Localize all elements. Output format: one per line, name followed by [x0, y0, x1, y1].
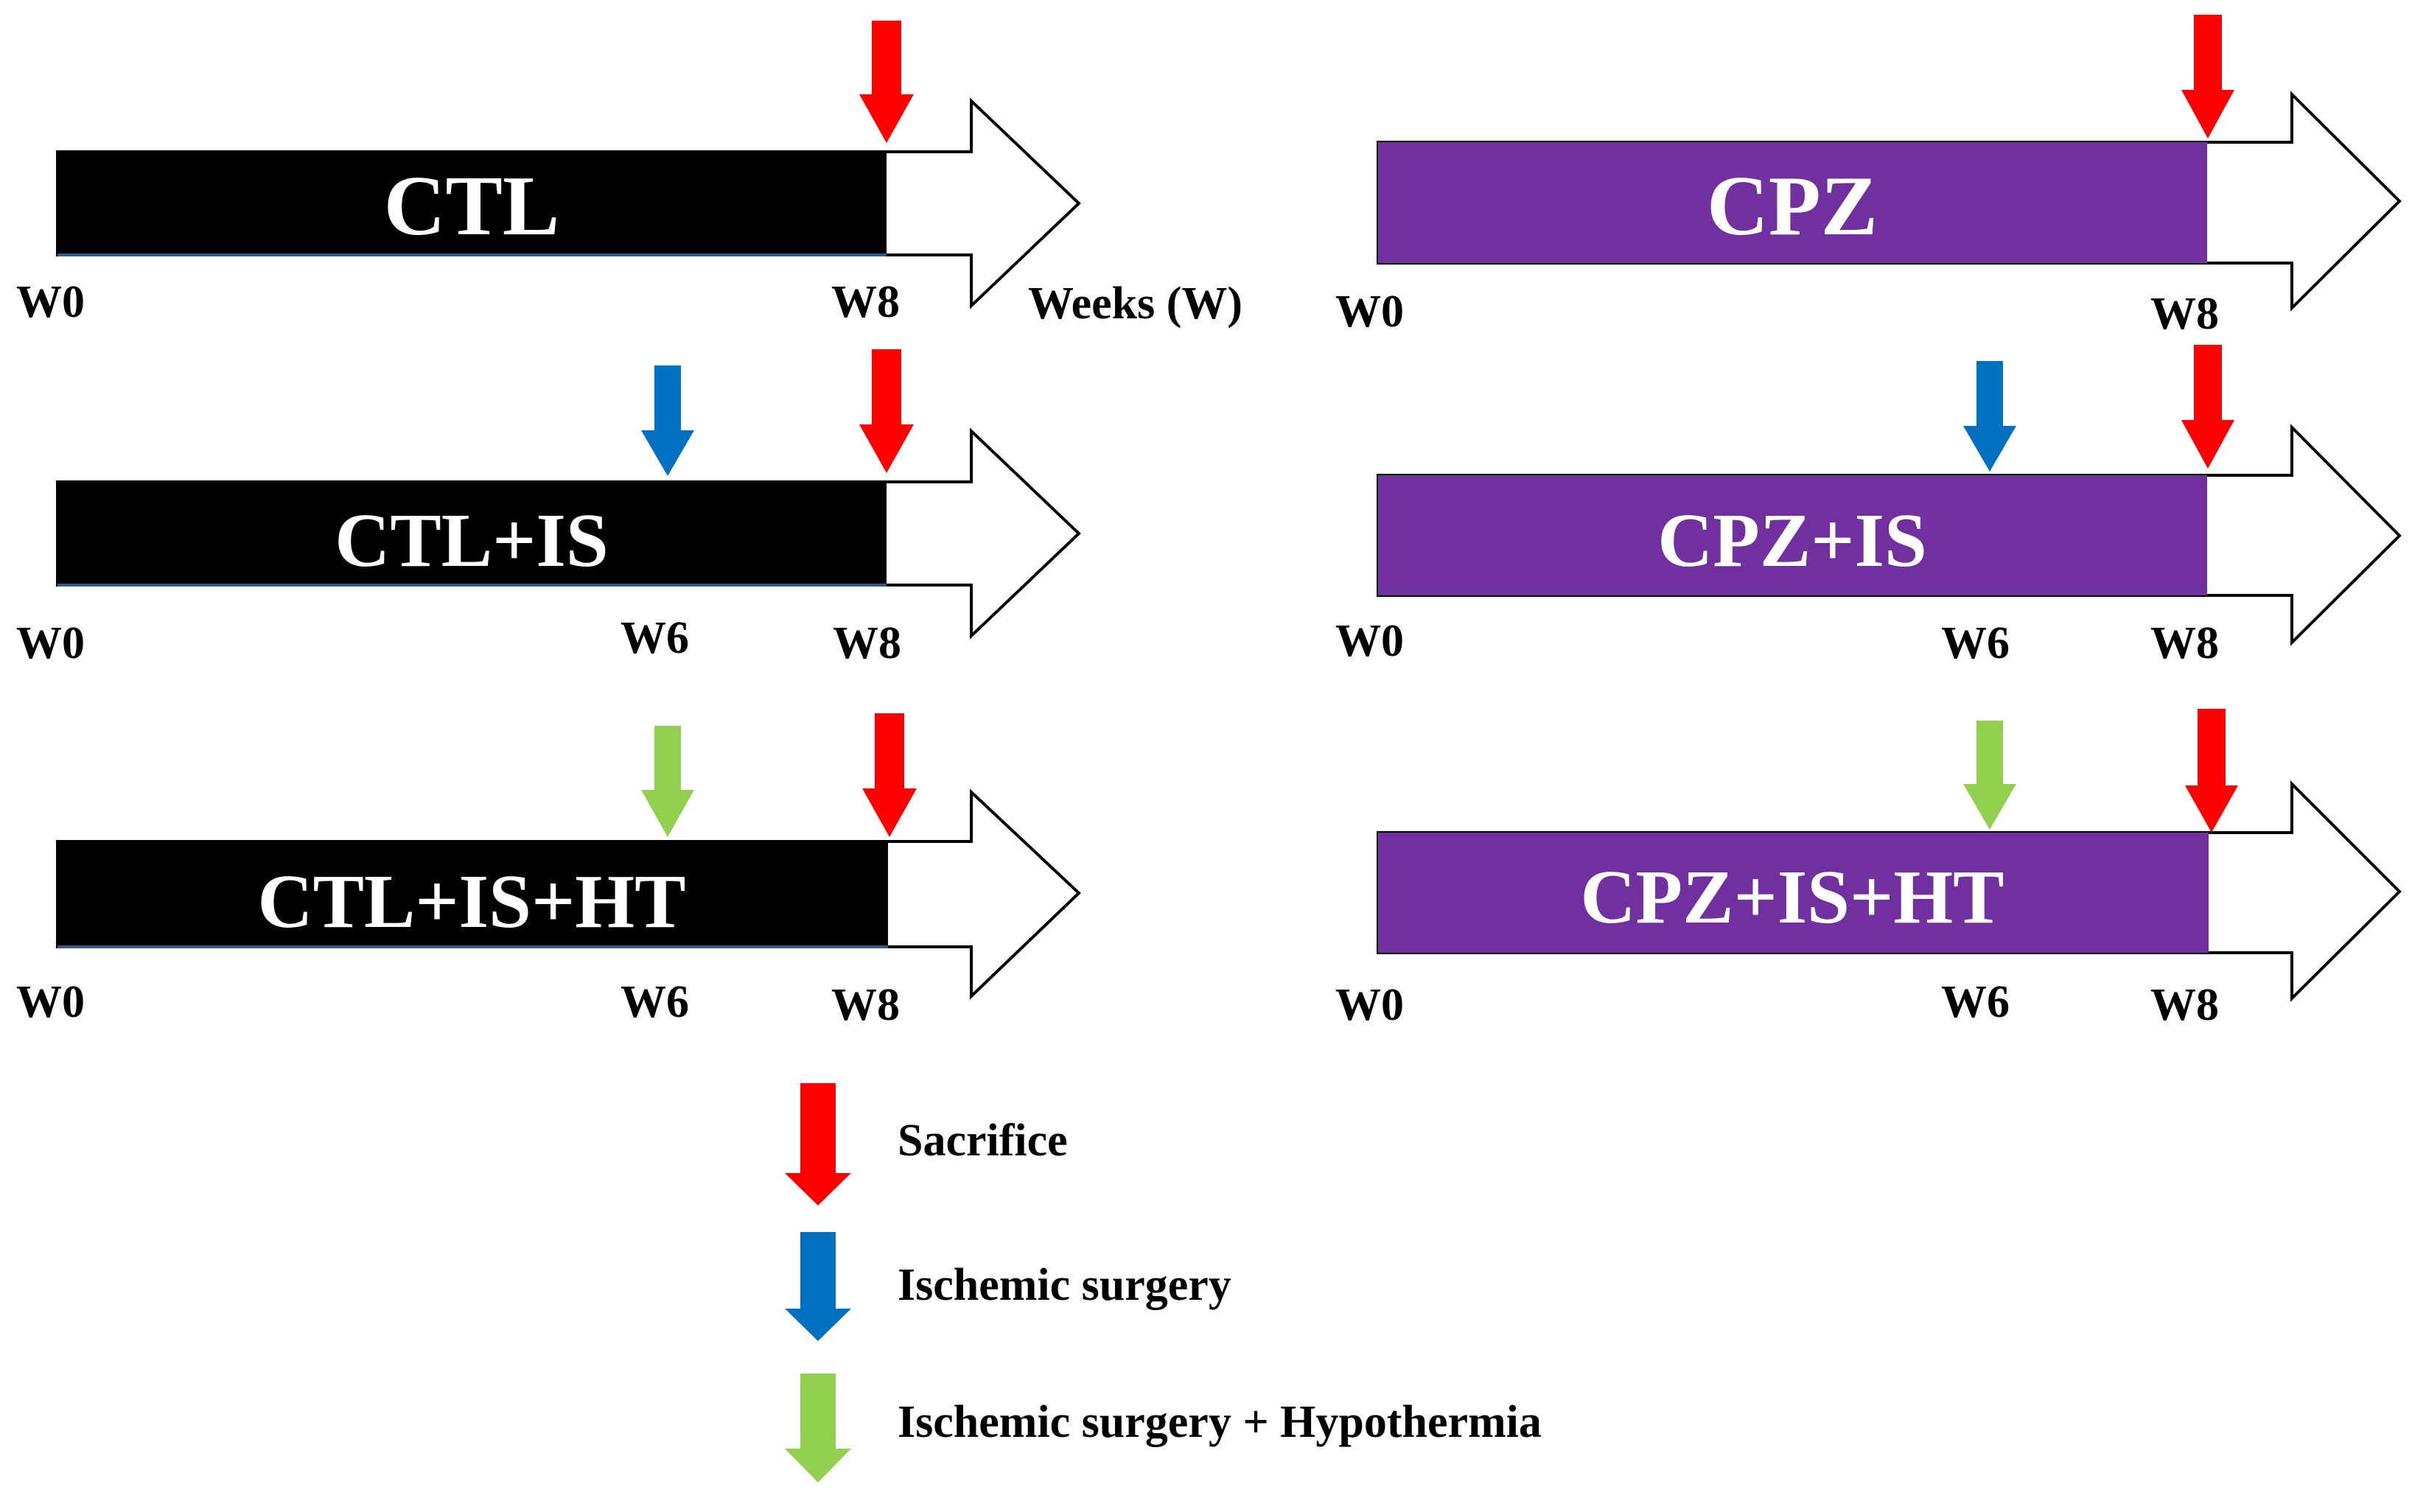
tick-label-w8: W8 — [833, 618, 901, 668]
tick-label-w0: W0 — [16, 977, 85, 1027]
tick-label-w8: W8 — [831, 277, 900, 327]
group-timeline-ctl-is-ht: CTL+IS+HT W0 W6 W8 — [16, 713, 1081, 1030]
hypothermia-arrow-icon — [641, 726, 694, 837]
group-timeline-cpz: CPZ W0 W8 — [1335, 15, 2402, 339]
legend-label: Ischemic surgery + Hypothermia — [898, 1397, 1542, 1447]
ischemic-surgery-arrow-icon — [641, 365, 694, 476]
group-bar — [1378, 142, 2207, 263]
legend-label: Ischemic surgery — [898, 1260, 1231, 1310]
tick-label-w6: W6 — [1941, 977, 2010, 1027]
sacrifice-arrow-icon — [2185, 709, 2238, 833]
tick-label-w0: W0 — [1335, 287, 1404, 337]
tick-label-w8: W8 — [2150, 289, 2219, 339]
group-timeline-ctl-is: CTL+IS W0 W6 W8 — [16, 349, 1081, 668]
legend-item-hypothermia: Ischemic surgery + Hypothermia — [785, 1373, 1542, 1483]
group-label: CPZ+IS+HT — [1580, 855, 2004, 939]
group-timeline-ctl: CTL W0 W8 Weeks (W) — [16, 21, 1242, 329]
group-label: CPZ — [1707, 159, 1878, 253]
legend: Sacrifice Ischemic surgery Ischemic surg… — [785, 1083, 1542, 1483]
hypothermia-arrow-icon — [1963, 721, 2016, 830]
sacrifice-arrow-icon — [859, 349, 914, 473]
group-label: CTL+IS — [335, 498, 608, 583]
group-label: CPZ+IS — [1657, 498, 1927, 583]
group-label: CTL — [384, 159, 560, 253]
tick-label-w6: W6 — [621, 613, 689, 663]
tick-label-w6: W6 — [1941, 618, 2010, 668]
axis-unit-label: Weeks (W) — [1028, 279, 1242, 329]
sacrifice-arrow-icon — [859, 21, 914, 143]
tick-label-w0: W0 — [1335, 616, 1404, 666]
tick-label-w8: W8 — [2150, 618, 2219, 668]
group-timeline-cpz-is: CPZ+IS W0 W6 W8 — [1335, 345, 2402, 668]
tick-label-w8: W8 — [2150, 980, 2219, 1030]
group-bar — [1378, 475, 2207, 595]
legend-item-sacrifice: Sacrifice — [785, 1083, 1068, 1205]
legend-item-ischemic-surgery: Ischemic surgery — [785, 1232, 1231, 1341]
sacrifice-arrow-icon — [2181, 15, 2234, 139]
group-bar — [57, 152, 887, 255]
group-timeline-cpz-is-ht: CPZ+IS+HT W0 W6 W8 — [1335, 709, 2402, 1030]
ischemic-surgery-arrow-icon — [785, 1232, 851, 1341]
sacrifice-arrow-icon — [785, 1083, 851, 1205]
group-label: CTL+IS+HT — [258, 859, 686, 944]
tick-label-w0: W0 — [1335, 980, 1404, 1030]
tick-label-w0: W0 — [16, 618, 85, 668]
group-bar — [57, 841, 888, 947]
hypothermia-arrow-icon — [785, 1373, 851, 1483]
sacrifice-arrow-icon — [2181, 345, 2234, 469]
tick-label-w6: W6 — [621, 977, 689, 1027]
ischemic-surgery-arrow-icon — [1963, 361, 2016, 472]
group-bar — [57, 482, 887, 585]
group-bar — [1378, 833, 2209, 953]
legend-label: Sacrifice — [898, 1116, 1068, 1166]
tick-label-w8: W8 — [831, 980, 900, 1030]
sacrifice-arrow-icon — [862, 713, 917, 837]
tick-label-w0: W0 — [16, 277, 85, 327]
